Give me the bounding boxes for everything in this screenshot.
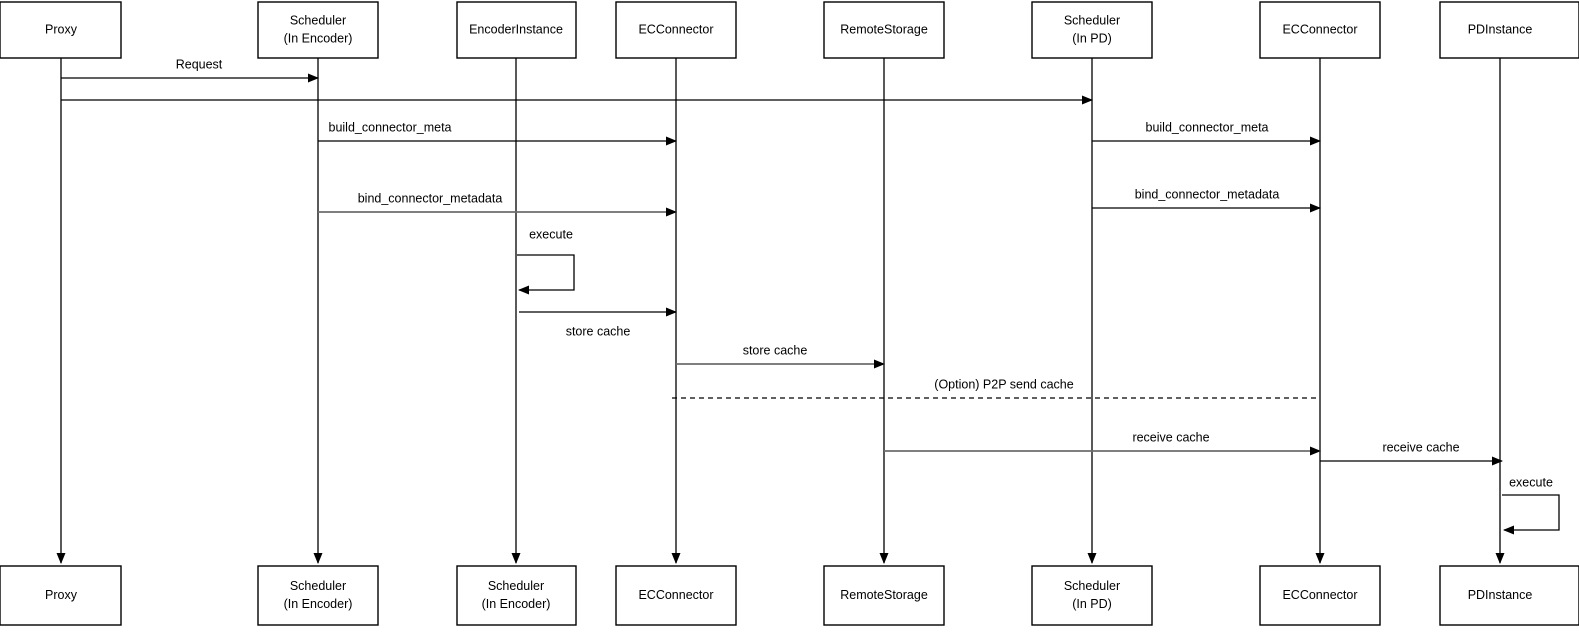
participant-bottom-label-ec_conn_enc: ECConnector — [638, 588, 713, 602]
participant-top-proxy[interactable]: Proxy — [0, 1, 122, 59]
participant-top-box-pd_inst[interactable] — [1439, 1, 1579, 59]
participant-bottom-sched_pd[interactable]: Scheduler (In PD) — [1031, 565, 1153, 626]
message-label-m1: Request — [176, 57, 223, 71]
participant-bottom-box-sched_enc[interactable] — [257, 565, 379, 626]
message-label-m3: build_connector_meta — [329, 120, 452, 134]
participant-bottom-box-pd_inst[interactable] — [1439, 565, 1579, 626]
messages-group: Request build_connector_meta build_connect… — [61, 57, 1503, 466]
message-label-m5: bind_connector_metadata — [358, 191, 503, 205]
participant-bottom-label-pd_inst: PDInstance — [1468, 588, 1533, 602]
participant-top-sched_pd[interactable]: Scheduler (In PD) — [1031, 1, 1153, 59]
participant-bottom-label-sched_enc-line2: (In Encoder) — [284, 597, 353, 611]
participant-top-label-proxy: Proxy — [45, 22, 78, 36]
participant-bottom-box-encoder_inst[interactable] — [456, 565, 577, 626]
participant-bottom-label-remote_store: RemoteStorage — [840, 588, 928, 602]
participant-top-ec_conn_enc[interactable]: ECConnector — [615, 1, 737, 59]
participant-top-label-remote_store: RemoteStorage — [840, 22, 928, 36]
participant-bottom-box-sched_pd[interactable] — [1031, 565, 1153, 626]
participant-top-ec_conn_pd[interactable]: ECConnector — [1259, 1, 1381, 59]
participant-top-label-sched_enc-line2: (In Encoder) — [284, 31, 353, 45]
participant-bottom-box-ec_conn_pd[interactable] — [1259, 565, 1381, 626]
participant-bottom-box-proxy[interactable] — [0, 565, 122, 626]
participant-top-encoder_inst[interactable]: EncoderInstance — [456, 1, 577, 59]
self-message-s2 — [1502, 494, 1560, 535]
participant-top-label-sched_enc-line1: Scheduler — [290, 13, 346, 27]
lifeline-lines-group — [56, 58, 1505, 564]
participant-bottom-pd_inst[interactable]: PDInstance — [1439, 565, 1579, 626]
participant-top-box-sched_pd[interactable] — [1031, 1, 1153, 59]
participant-top-box-remote_store[interactable] — [823, 1, 945, 59]
self-message-label-s2: execute — [1509, 475, 1553, 489]
participant-top-pd_inst[interactable]: PDInstance — [1439, 1, 1579, 59]
participant-top-remote_store[interactable]: RemoteStorage — [823, 1, 945, 59]
participant-top-box-ec_conn_enc[interactable] — [615, 1, 737, 59]
participant-bottom-remote_store[interactable]: RemoteStorage — [823, 565, 945, 626]
message-label-m4: build_connector_meta — [1146, 120, 1269, 134]
participant-top-box-proxy[interactable] — [0, 1, 122, 59]
participant-bottom-label-encoder_inst-line2: (In Encoder) — [482, 597, 551, 611]
participant-bottom-label-sched_pd-line2: (In PD) — [1072, 597, 1112, 611]
participant-bottom-ec_conn_enc[interactable]: ECConnector — [615, 565, 737, 626]
participant-top-box-sched_enc[interactable] — [257, 1, 379, 59]
bottom-participant-boxes: Proxy Scheduler (In Encoder) Scheduler (In E… — [0, 565, 1579, 626]
participant-bottom-label-encoder_inst-line1: Scheduler — [488, 579, 544, 593]
self-message-s1 — [517, 254, 575, 295]
participant-top-sched_enc[interactable]: Scheduler (In Encoder) — [257, 1, 379, 59]
participant-bottom-box-ec_conn_enc[interactable] — [615, 565, 737, 626]
participant-top-label-pd_inst: PDInstance — [1468, 22, 1533, 36]
participant-bottom-label-sched_pd-line1: Scheduler — [1064, 579, 1120, 593]
message-label-m9: (Option) P2P send cache — [934, 377, 1073, 391]
participant-bottom-ec_conn_pd[interactable]: ECConnector — [1259, 565, 1381, 626]
participant-bottom-label-proxy: Proxy — [45, 588, 78, 602]
participant-top-box-ec_conn_pd[interactable] — [1259, 1, 1381, 59]
participant-bottom-proxy[interactable]: Proxy — [0, 565, 122, 626]
participant-bottom-box-remote_store[interactable] — [823, 565, 945, 626]
participant-top-label-ec_conn_pd: ECConnector — [1282, 22, 1357, 36]
message-label-m8: store cache — [743, 343, 808, 357]
top-participant-boxes: Proxy Scheduler (In Encoder) EncoderInstanc… — [0, 1, 1579, 59]
participant-top-label-ec_conn_enc: ECConnector — [638, 22, 713, 36]
participant-bottom-sched_enc[interactable]: Scheduler (In Encoder) — [257, 565, 379, 626]
participant-bottom-label-ec_conn_pd: ECConnector — [1282, 588, 1357, 602]
participant-top-label-sched_pd-line1: Scheduler — [1064, 13, 1120, 27]
participant-top-label-sched_pd-line2: (In PD) — [1072, 31, 1112, 45]
message-label-m11: receive cache — [1382, 440, 1459, 454]
message-label-m10: receive cache — [1132, 430, 1209, 444]
self-message-label-s1: execute — [529, 227, 573, 241]
self-messages-group: execute execute — [517, 227, 1560, 535]
participant-top-box-encoder_inst[interactable] — [456, 1, 577, 59]
message-label-m7: store cache — [566, 324, 631, 338]
participant-bottom-encoder_inst[interactable]: Scheduler (In Encoder) — [456, 565, 577, 626]
message-label-m6: bind_connector_metadata — [1135, 187, 1280, 201]
participant-bottom-label-sched_enc-line1: Scheduler — [290, 579, 346, 593]
participant-top-label-encoder_inst: EncoderInstance — [469, 22, 563, 36]
